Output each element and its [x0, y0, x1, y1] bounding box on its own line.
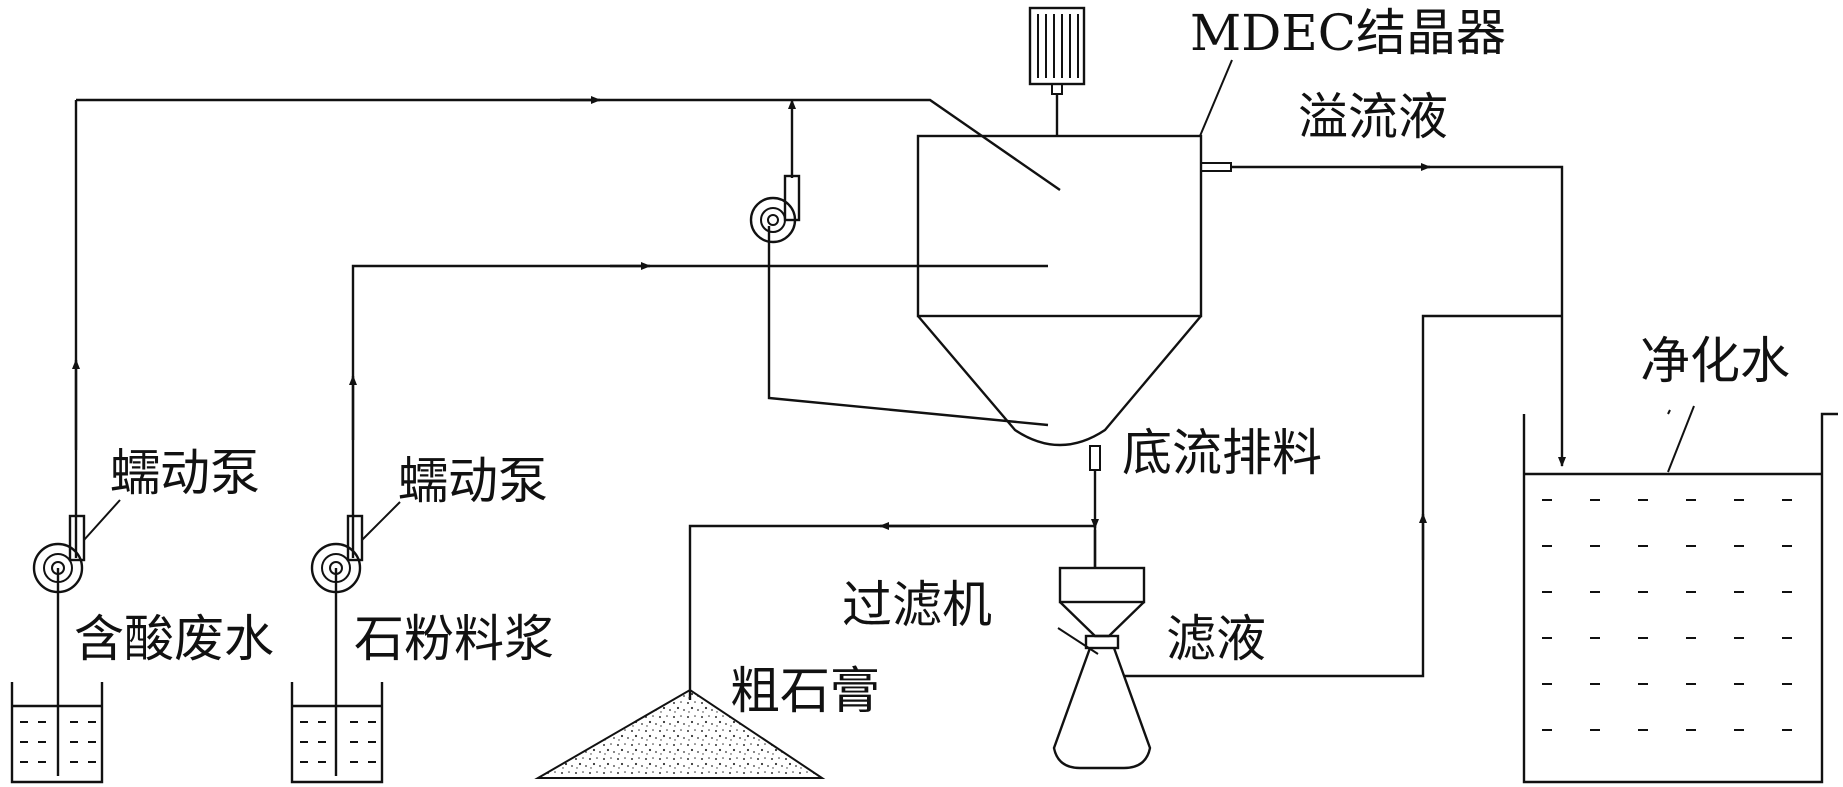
motor-icon	[1028, 6, 1086, 136]
acid-wastewater-line	[72, 96, 1061, 558]
filtrate-line	[1124, 314, 1562, 678]
purified-water-leader	[1667, 409, 1671, 415]
acid-wastewater-beaker	[10, 568, 104, 784]
crystallizer-leader	[1199, 59, 1233, 137]
purified-water-tank	[1522, 405, 1838, 784]
filter-label: 过滤机	[842, 576, 992, 634]
overflow-label: 溢流液	[1298, 88, 1448, 146]
purified-water-label: 净化水	[1640, 332, 1790, 390]
filtrate-label: 滤液	[1166, 610, 1266, 668]
crude-gypsum-pile	[534, 688, 826, 779]
filtrate-leader	[1057, 627, 1099, 655]
crude-gypsum-line	[688, 522, 1097, 700]
underflow-label: 底流排料	[1122, 424, 1322, 482]
recirculation-line	[767, 99, 1049, 427]
pump-left-label: 蠕动泵	[110, 444, 260, 502]
recirculation-pump-icon	[749, 174, 801, 244]
pump-right-label: 蠕动泵	[398, 452, 548, 510]
crystallizer-label: MDEC结晶器	[1190, 4, 1506, 62]
limestone-slurry-label: 石粉料浆	[354, 610, 554, 668]
overflow-line	[1231, 163, 1566, 467]
limestone-slurry-line	[349, 262, 1048, 558]
acid-wastewater-label: 含酸废水	[74, 610, 274, 668]
crystallizer-tank	[916, 134, 1232, 447]
crude-gypsum-label: 粗石膏	[730, 662, 880, 720]
limestone-slurry-beaker	[290, 568, 384, 784]
pump-left-leader	[83, 499, 121, 541]
filter-icon	[1052, 566, 1152, 770]
pump-right-leader	[361, 501, 401, 541]
